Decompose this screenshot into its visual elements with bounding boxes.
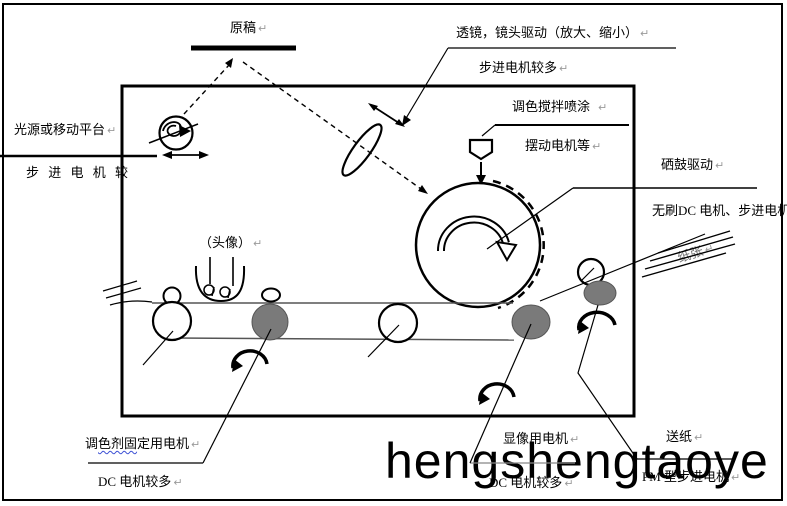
lens-icon	[341, 103, 405, 177]
light-source-icon	[148, 115, 199, 151]
toner-fix-roller	[251, 303, 289, 341]
machine-box	[120, 84, 636, 418]
label-stepper-left: 步 进 电 机 较	[26, 165, 132, 180]
rotation-arrow-feed	[577, 310, 617, 334]
paragraph-mark: ↵	[640, 27, 650, 40]
toner-hopper	[468, 124, 629, 185]
ray-arrowhead-up	[225, 58, 233, 68]
drum	[414, 179, 545, 310]
paragraph-mark: ↵	[253, 237, 263, 250]
paragraph-mark: ↵	[107, 124, 117, 137]
paragraph-mark: ↵	[191, 438, 201, 451]
paper-entry-lines	[102, 280, 153, 306]
optical-rays	[183, 61, 422, 190]
developing-roller	[511, 304, 551, 340]
feed-roller-pair	[576, 257, 617, 306]
paragraph-mark: ↵	[173, 476, 183, 489]
label-toner-fix-motor: 调色剂固定用电机↵	[85, 436, 201, 452]
label-drum-drive: 硒鼓驱动↵	[661, 157, 725, 173]
rotation-arrow-toner-fix	[231, 349, 269, 372]
belt-rollers	[142, 286, 551, 366]
feed-roller-bottom	[583, 280, 617, 306]
small-roller	[261, 287, 281, 303]
white-roller-mid	[377, 302, 419, 344]
label-swing-motor: 摆动电机等↵	[525, 138, 602, 154]
carriage-move-arrow	[0, 151, 209, 159]
rotation-arrow-developing	[478, 382, 516, 405]
drum-rotation-arrowhead	[495, 240, 518, 262]
paragraph-mark: ↵	[592, 140, 602, 153]
fuser-unit	[194, 257, 246, 303]
label-portrait: （头像）↵	[199, 235, 263, 251]
transfer-belt	[152, 302, 515, 341]
spellcheck-squiggle: 色剂固	[98, 436, 138, 451]
label-stepper-many-top: 步进电机较多↵	[479, 60, 569, 76]
label-lens-drive: 透镜，镜头驱动（放大、缩小）↵	[456, 25, 650, 41]
watermark-text: hengshengtaoye	[385, 433, 769, 489]
paragraph-mark: ↵	[715, 159, 725, 172]
paragraph-mark: ↵	[702, 241, 716, 257]
label-original-doc: 原稿↵	[230, 20, 268, 36]
outer-border	[2, 3, 783, 501]
paragraph-mark: ↵	[559, 62, 569, 75]
ray-arrowhead-drum	[418, 185, 428, 194]
paper-path-line	[539, 233, 706, 302]
label-brushless-dc: 无刷DC 电机、步进电机↵	[652, 203, 787, 218]
paragraph-mark: ↵	[258, 22, 268, 35]
small-roller	[162, 286, 182, 306]
white-roller-left	[151, 300, 193, 342]
label-toner-mix-spray: 调色搅拌喷涂↵	[512, 99, 608, 115]
feed-roller-top	[576, 257, 606, 287]
label-paper: 纸张↵	[675, 241, 716, 266]
paragraph-mark: ↵	[598, 101, 608, 114]
label-light-source: 光源或移动平台↵	[14, 122, 117, 138]
label-dc-many-left: DC 电机较多↵	[98, 474, 183, 490]
